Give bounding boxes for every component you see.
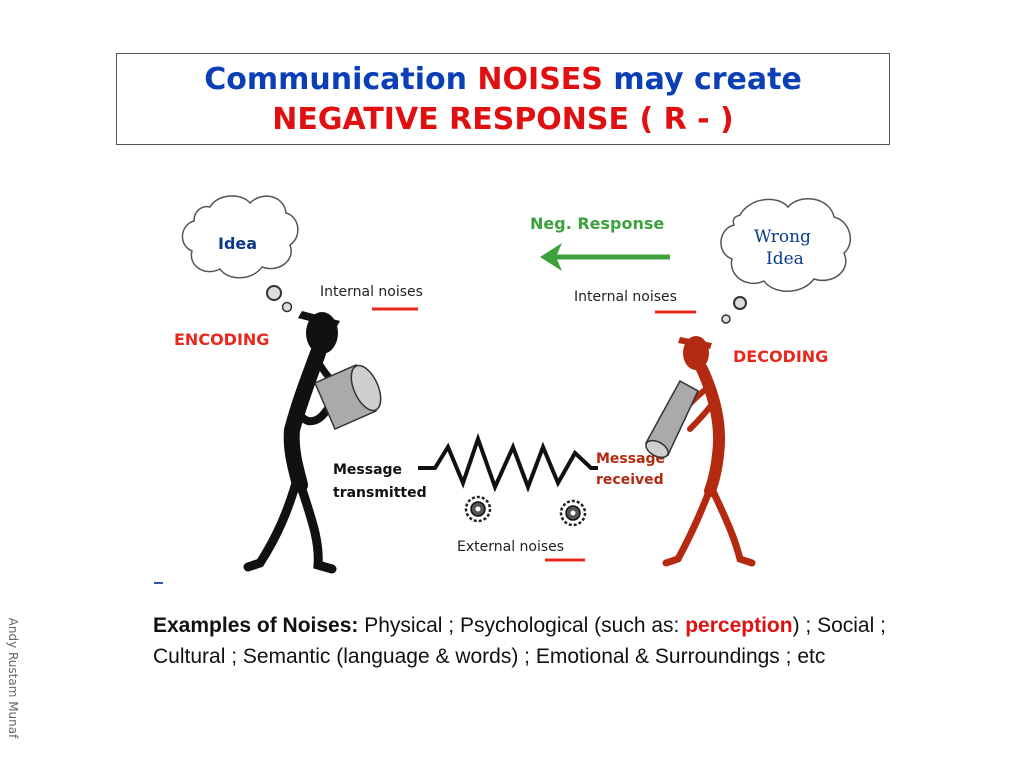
neg-response-label: Neg. Response (530, 214, 664, 233)
encoding-label: ENCODING (174, 330, 269, 349)
transmission-zigzag (418, 432, 598, 493)
wrong-idea-line2: Idea (766, 249, 804, 269)
message-transmitted-line1: Message (333, 462, 402, 478)
neg-response-arrow (540, 243, 670, 271)
thought-bubble-2 (281, 301, 293, 313)
sender-figure (243, 311, 382, 574)
wrong-idea-cloud: Wrong Idea (720, 198, 852, 324)
communication-noise-diagram: Idea Internal noises ENCODING Message tr… (150, 185, 870, 585)
message-received-line1: Message (596, 451, 665, 467)
author-credit: Andy Rustam Munaf (6, 608, 20, 748)
decoding-label: DECODING (733, 347, 828, 366)
slide-title: Communication NOISES may create NEGATIVE… (116, 53, 890, 145)
megaphone-right (644, 379, 699, 459)
idea-cloud: Idea (181, 195, 299, 313)
receiver-figure (644, 336, 756, 567)
thought-bubble-1 (266, 285, 282, 301)
title-may-create: may create (613, 62, 802, 97)
title-line-2: NEGATIVE RESPONSE ( R - ) (272, 102, 734, 137)
idea-label: Idea (218, 234, 257, 253)
title-communication: Communication (204, 62, 467, 97)
thought-bubble-3 (733, 296, 747, 310)
wrong-idea-line1: Wrong (754, 227, 811, 247)
internal-noises-right: Internal noises (574, 289, 677, 305)
message-received-line2: received (596, 472, 664, 488)
author-name: Andy Rustam Munaf (6, 617, 20, 739)
title-noises: NOISES (477, 62, 603, 97)
decorative-mark (154, 582, 163, 584)
examples-highlight: perception (685, 614, 793, 637)
examples-of-noises: Examples of Noises: Physical ; Psycholog… (153, 610, 893, 672)
megaphone-left (314, 364, 382, 430)
external-noise-icon-2 (559, 499, 587, 527)
external-noise-icon-1 (464, 495, 492, 523)
examples-label: Examples of Noises: (153, 614, 359, 637)
thought-bubble-4 (721, 314, 731, 324)
internal-noises-left: Internal noises (320, 284, 423, 300)
external-noises-label: External noises (457, 539, 564, 555)
examples-text-1: Physical ; Psychological (such as: (358, 614, 686, 637)
examples-text-2: ) ; Social ; Cultural ; Semantic (langua… (153, 614, 886, 668)
title-line-1: Communication NOISES may create (117, 60, 889, 100)
message-transmitted-line2: transmitted (333, 485, 427, 501)
